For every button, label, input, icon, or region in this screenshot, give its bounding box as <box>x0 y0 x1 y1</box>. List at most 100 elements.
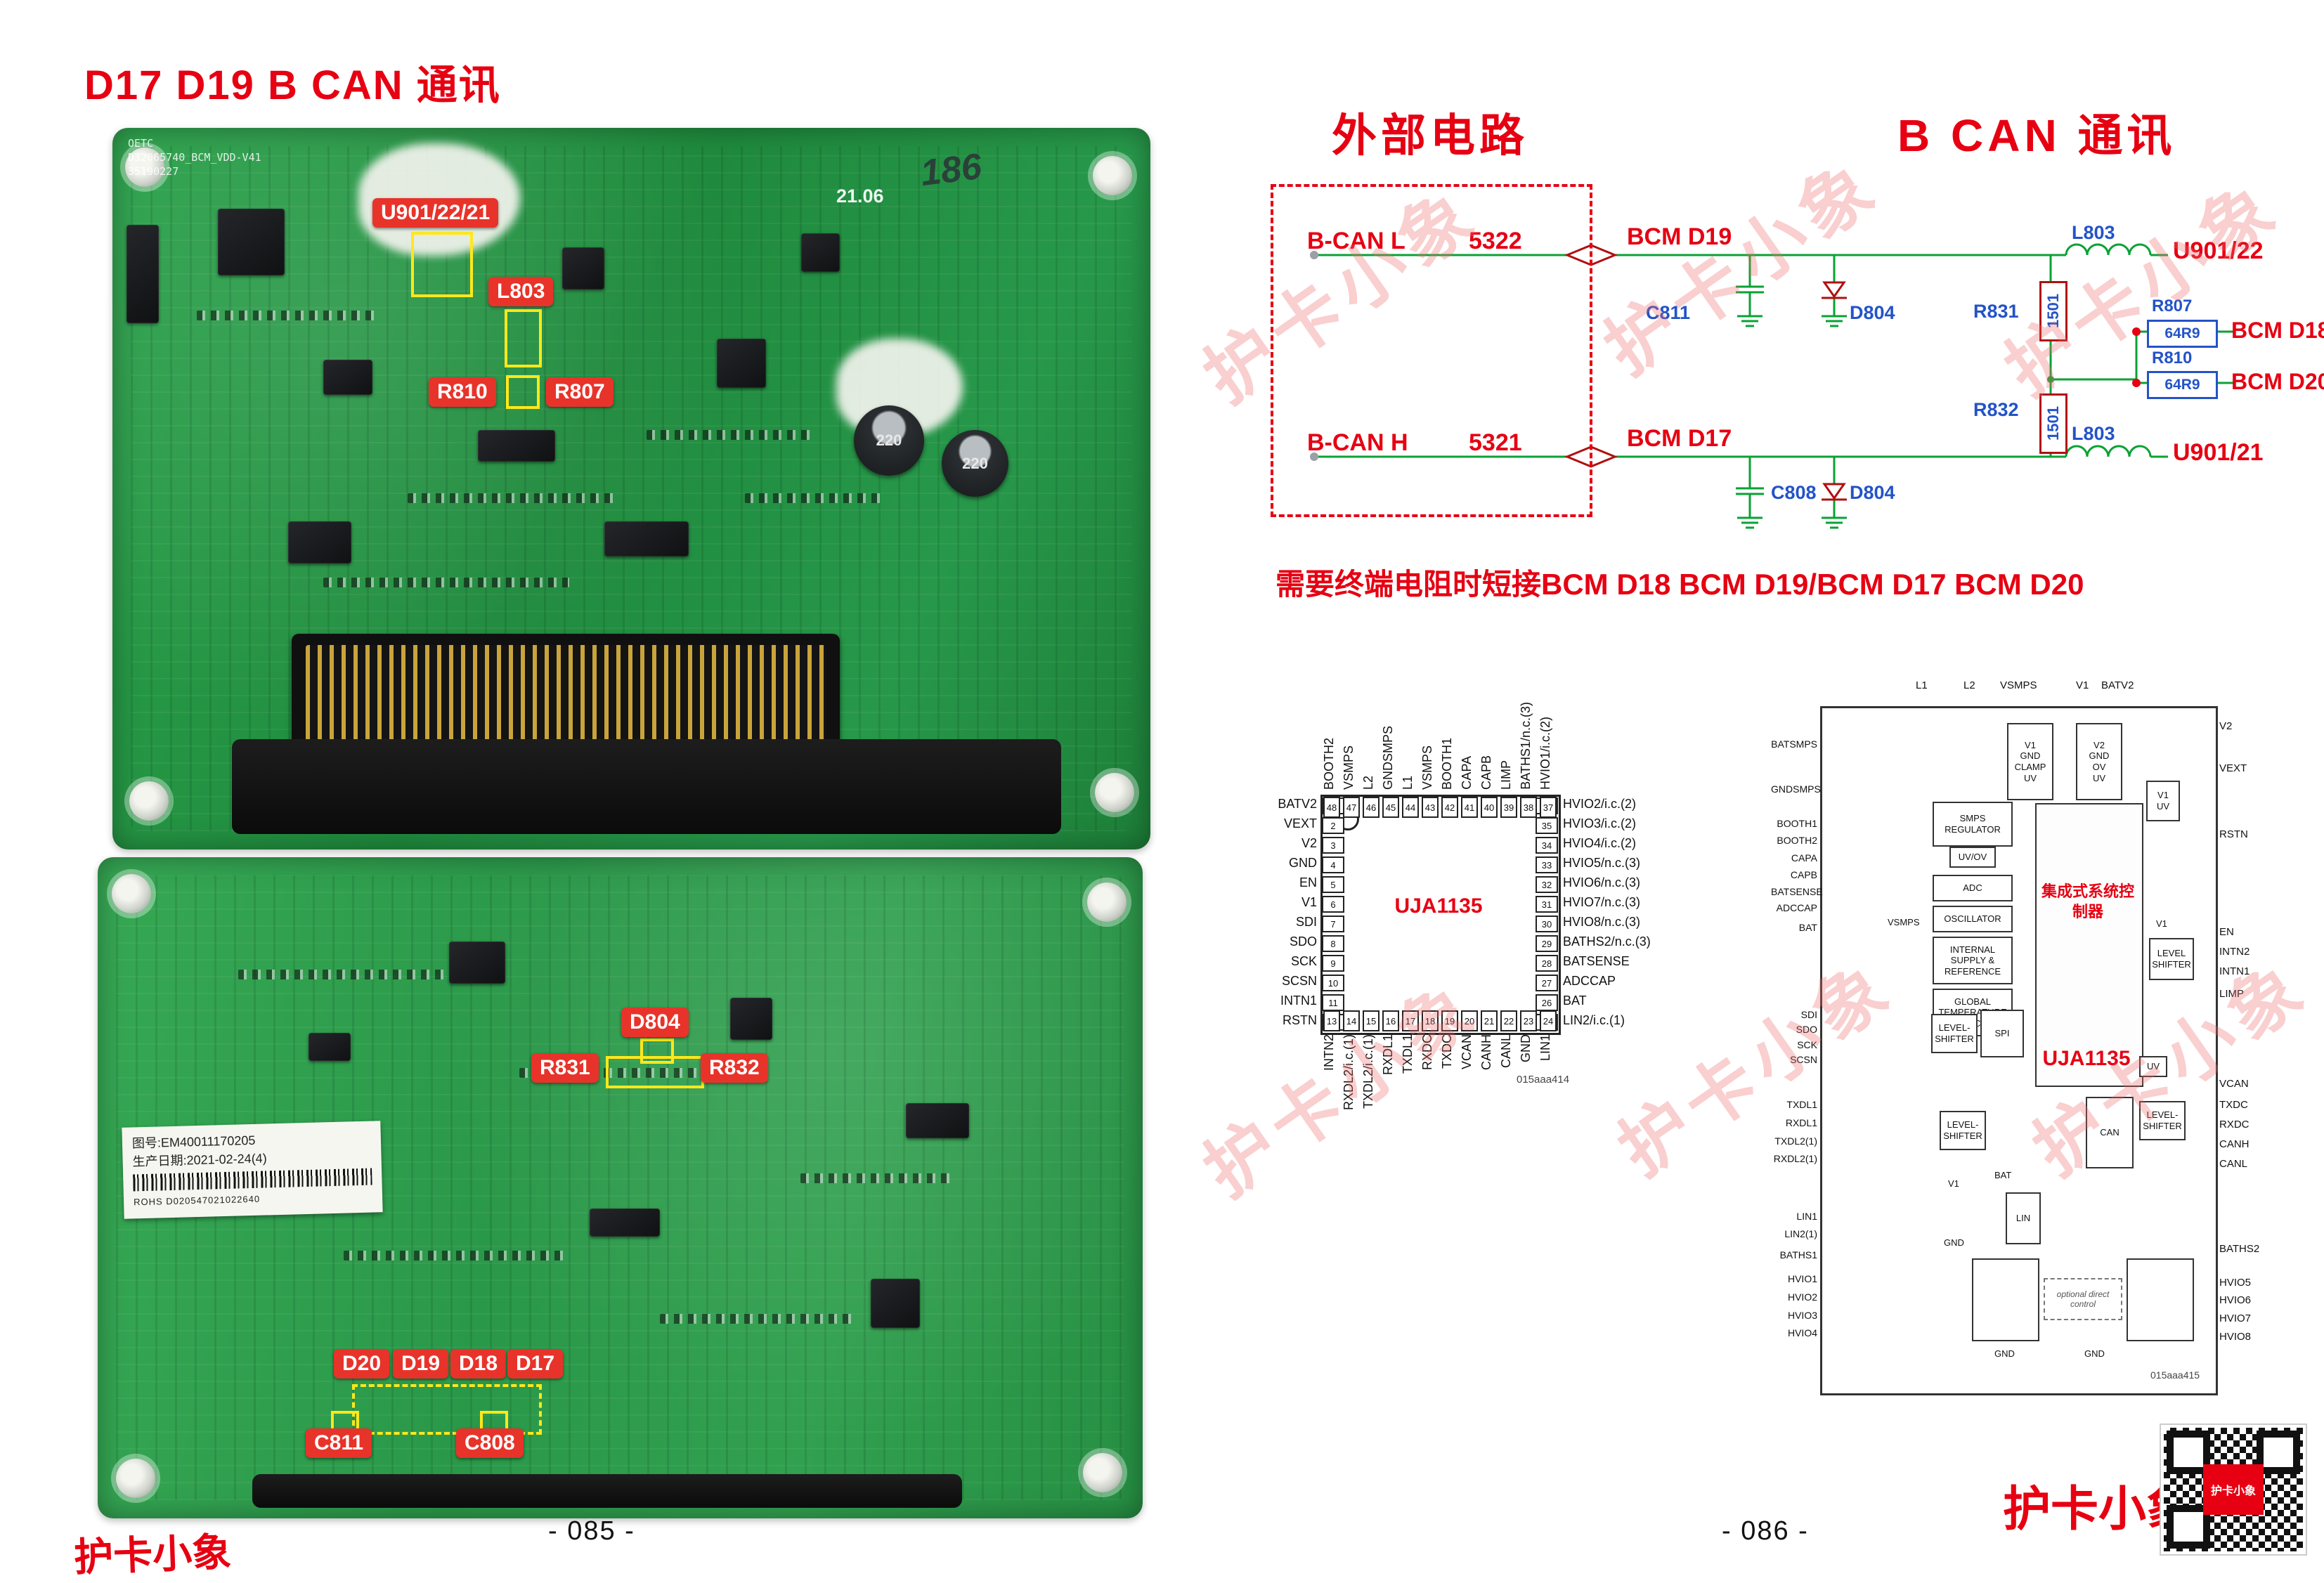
block-text: GND <box>2084 1348 2105 1359</box>
qr-finder <box>2167 1505 2210 1549</box>
highlight-box-r810-r807 <box>506 375 540 409</box>
pin-number: 44 <box>1402 797 1419 818</box>
pin-label: SDI <box>1295 915 1317 929</box>
block-function-box: LEVEL- SHIFTER <box>2139 1101 2186 1140</box>
block-left-pin: SDO <box>1796 1024 1817 1035</box>
pin-label: RSTN <box>1283 1013 1317 1027</box>
block-text: 集成式系统控制器 <box>2041 882 2134 920</box>
r832-value-box: 1501 <box>2039 393 2067 454</box>
pin-number: 23 <box>1520 1010 1537 1031</box>
pin-label: ADCCAP <box>1563 974 1616 988</box>
smd-row <box>800 1173 955 1183</box>
ic-chip <box>323 360 372 395</box>
block-left-pin: BATHS1 <box>1779 1249 1817 1260</box>
block-left-pin: BOOTH1 <box>1777 818 1817 829</box>
highlight-box-u901 <box>411 232 473 297</box>
block-right-pin: VEXT <box>2219 762 2247 774</box>
pin-label: SCK <box>1290 954 1317 968</box>
section-header-external-circuit: 外部电路 <box>1332 110 1528 161</box>
ic-chip <box>801 233 840 272</box>
ref-d804-top: D804 <box>1850 302 1895 323</box>
pin-number: 16 <box>1382 1010 1399 1031</box>
ic-chip <box>604 521 689 556</box>
pin-label: INTN2 <box>1322 1034 1336 1071</box>
pin-number: 43 <box>1422 797 1439 818</box>
pin-number: 13 <box>1323 1010 1340 1031</box>
pin-label: CANL <box>1499 1034 1513 1069</box>
block-right-pin: RSTN <box>2219 828 2248 840</box>
net-bcan-h: B-CAN H <box>1307 429 1408 456</box>
pin-number: 3 <box>1322 837 1344 854</box>
qr-finder <box>2257 1431 2300 1474</box>
section-header-bcan: B CAN 通讯 <box>1897 110 2176 161</box>
termination-note: 需要终端电阻时短接BCM D18 BCM D19/BCM D17 BCM D20 <box>1275 568 2084 601</box>
block-left-pin: SCK <box>1797 1039 1817 1050</box>
block-left-pin: HVIO2 <box>1787 1291 1817 1303</box>
page-number-left: - 085 - <box>548 1516 635 1546</box>
label-r807: R807 <box>546 377 614 407</box>
board-sticker: 图号:EM40011170205 生产日期:2021-02-24(4) ROHS… <box>122 1121 383 1219</box>
label-d20: D20 <box>334 1349 390 1379</box>
pin-number: 7 <box>1322 916 1344 932</box>
block-left-pin: CAPA <box>1791 852 1817 864</box>
pin-label: VCAN <box>1460 1034 1474 1070</box>
highlight-box-l803 <box>505 309 542 367</box>
pin-label: CAPA <box>1460 756 1474 790</box>
pin-label: SDO <box>1289 934 1317 949</box>
block-left-pin: LIN2(1) <box>1784 1228 1817 1239</box>
block-text: GND <box>1944 1237 1964 1248</box>
pin-number: 35 <box>1536 817 1558 834</box>
pin-number: 47 <box>1343 797 1360 818</box>
handwritten-number: 186 <box>918 145 984 195</box>
schematic-wires <box>1310 243 2233 529</box>
pin-label: LIMP <box>1499 760 1513 790</box>
pin-number: 29 <box>1536 935 1558 952</box>
brand-logo-bottom-left: 护卡小象 <box>73 1530 233 1579</box>
cap-marking: 220 <box>962 454 988 472</box>
block-top-pin: VSMPS <box>2000 679 2037 691</box>
pin-number: 40 <box>1481 797 1498 818</box>
pin-label: INTN1 <box>1280 994 1317 1008</box>
pin-label: BOOTH1 <box>1440 737 1454 790</box>
pin-label: VSMPS <box>1342 745 1356 790</box>
pin-number: 41 <box>1461 797 1478 818</box>
screw-hole <box>1087 882 1127 922</box>
pin-number: 26 <box>1536 994 1558 1011</box>
block-right-pin: EN <box>2219 926 2234 938</box>
smd-row <box>238 970 449 979</box>
pin-label: BATV2 <box>1278 797 1317 811</box>
pin-number: 31 <box>1536 896 1558 913</box>
pin-number: 22 <box>1500 1010 1517 1031</box>
screw-hole <box>1095 773 1134 812</box>
electrolytic-capacitor: 220 <box>854 405 924 476</box>
pin-label: VSMPS <box>1420 745 1434 790</box>
net-bcm-d17: BCM D17 <box>1627 425 1732 452</box>
net-bcm-d18: BCM D18 <box>2231 318 2324 343</box>
pin-label: TXDC <box>1440 1034 1454 1069</box>
pin-label: HVIO7/n.c.(3) <box>1563 895 1641 909</box>
block-left-pin: ADCCAP <box>1776 902 1817 913</box>
smd-row <box>323 578 569 587</box>
highlight-box-r831-r832 <box>606 1056 704 1088</box>
block-function-box: ADC <box>1933 875 2013 901</box>
pin-number: 18 <box>1422 1010 1439 1031</box>
block-function-box: CAN <box>2086 1097 2134 1168</box>
smd-row <box>344 1251 569 1260</box>
pin-number: 34 <box>1536 837 1558 854</box>
pin-number: 45 <box>1382 797 1399 818</box>
r831-value-box: 1501 <box>2039 281 2067 341</box>
highlight-box-d804 <box>640 1038 674 1064</box>
smd-row <box>660 1314 857 1324</box>
ref-r807: R807 <box>2152 297 2193 315</box>
label-d804: D804 <box>621 1008 689 1037</box>
uja1135-pinout-diagram: UJA1135 015aaa414 1BATV22VEXT3V24GND5EN6… <box>1258 689 1651 1124</box>
ref-r810: R810 <box>2152 348 2193 367</box>
pcb-photo-bottom: 图号:EM40011170205 生产日期:2021-02-24(4) ROHS… <box>98 857 1143 1518</box>
ref-l803-bottom: L803 <box>2072 423 2115 444</box>
pin-label: CANH <box>1479 1034 1493 1071</box>
block-function-box: SMPS REGULATOR <box>1933 802 2013 847</box>
label-d19: D19 <box>393 1349 449 1379</box>
screw-hole <box>1093 156 1132 195</box>
ic-chip <box>590 1209 660 1237</box>
